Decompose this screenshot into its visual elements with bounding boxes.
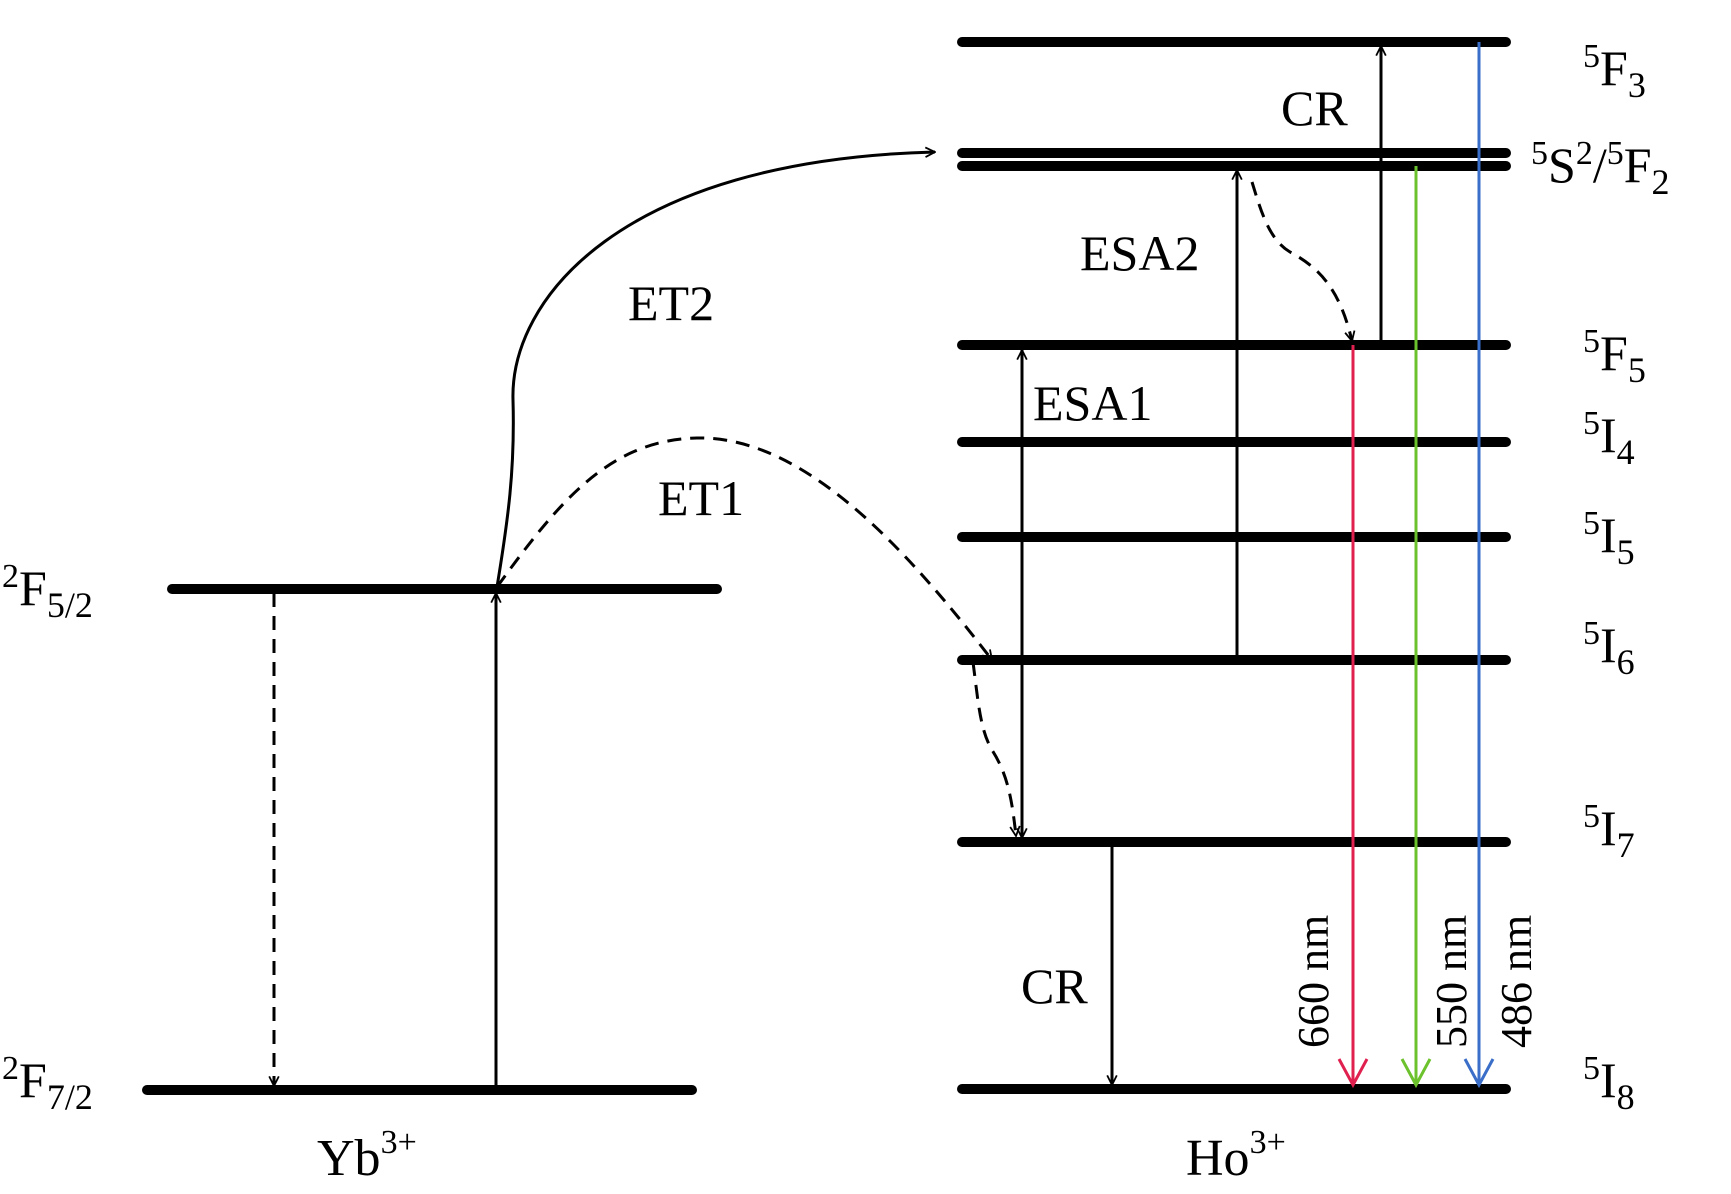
emission-label-486nm: 486 nm (1492, 915, 1541, 1048)
yb-level-label-2F7-2: 2F7/2 (2, 1050, 93, 1117)
ho-level-label-5F3: 5F3 (1583, 38, 1646, 105)
ho-level-label-5F5: 5F5 (1583, 323, 1646, 390)
ho-level-label-5I4: 5I4 (1583, 405, 1635, 472)
ho-relaxation-5S2-5F5-dashed (1250, 181, 1352, 341)
ion-label-yb: Yb3+ (317, 1124, 417, 1187)
et1-transfer-curve (495, 436, 992, 660)
esa1-label: ESA1 (1033, 375, 1152, 431)
emission-label-660nm: 660 nm (1289, 915, 1338, 1048)
ion-label-ho: Ho3+ (1186, 1124, 1286, 1187)
emission-arrows (1337, 42, 1495, 1089)
emission-arrowhead-486nm (1463, 1058, 1495, 1089)
et1-label: ET1 (658, 470, 744, 526)
esa2-label: ESA2 (1080, 225, 1199, 281)
ho-relaxation-5I6-5I7-dashed (971, 661, 1016, 836)
cr-lower-label: CR (1021, 958, 1088, 1014)
ho-level-label-5I5: 5I5 (1583, 505, 1635, 572)
emission-label-550nm: 550 nm (1427, 915, 1476, 1048)
et2-transfer-curve (495, 152, 935, 588)
emission-arrowhead-660nm (1337, 1058, 1369, 1089)
ho-level-label-5I8: 5I8 (1583, 1050, 1635, 1117)
emission-arrowhead-550nm (1400, 1058, 1432, 1089)
et2-label: ET2 (628, 275, 714, 331)
ho-level-label-5I7: 5I7 (1583, 798, 1635, 865)
ho-level-label-5I6: 5I6 (1583, 615, 1635, 682)
ho-level-label-5S2-5F2: 5S2/5F2 (1531, 135, 1670, 202)
cr-upper-label: CR (1281, 80, 1348, 136)
yb-level-label-2F5-2: 2F5/2 (2, 558, 93, 625)
